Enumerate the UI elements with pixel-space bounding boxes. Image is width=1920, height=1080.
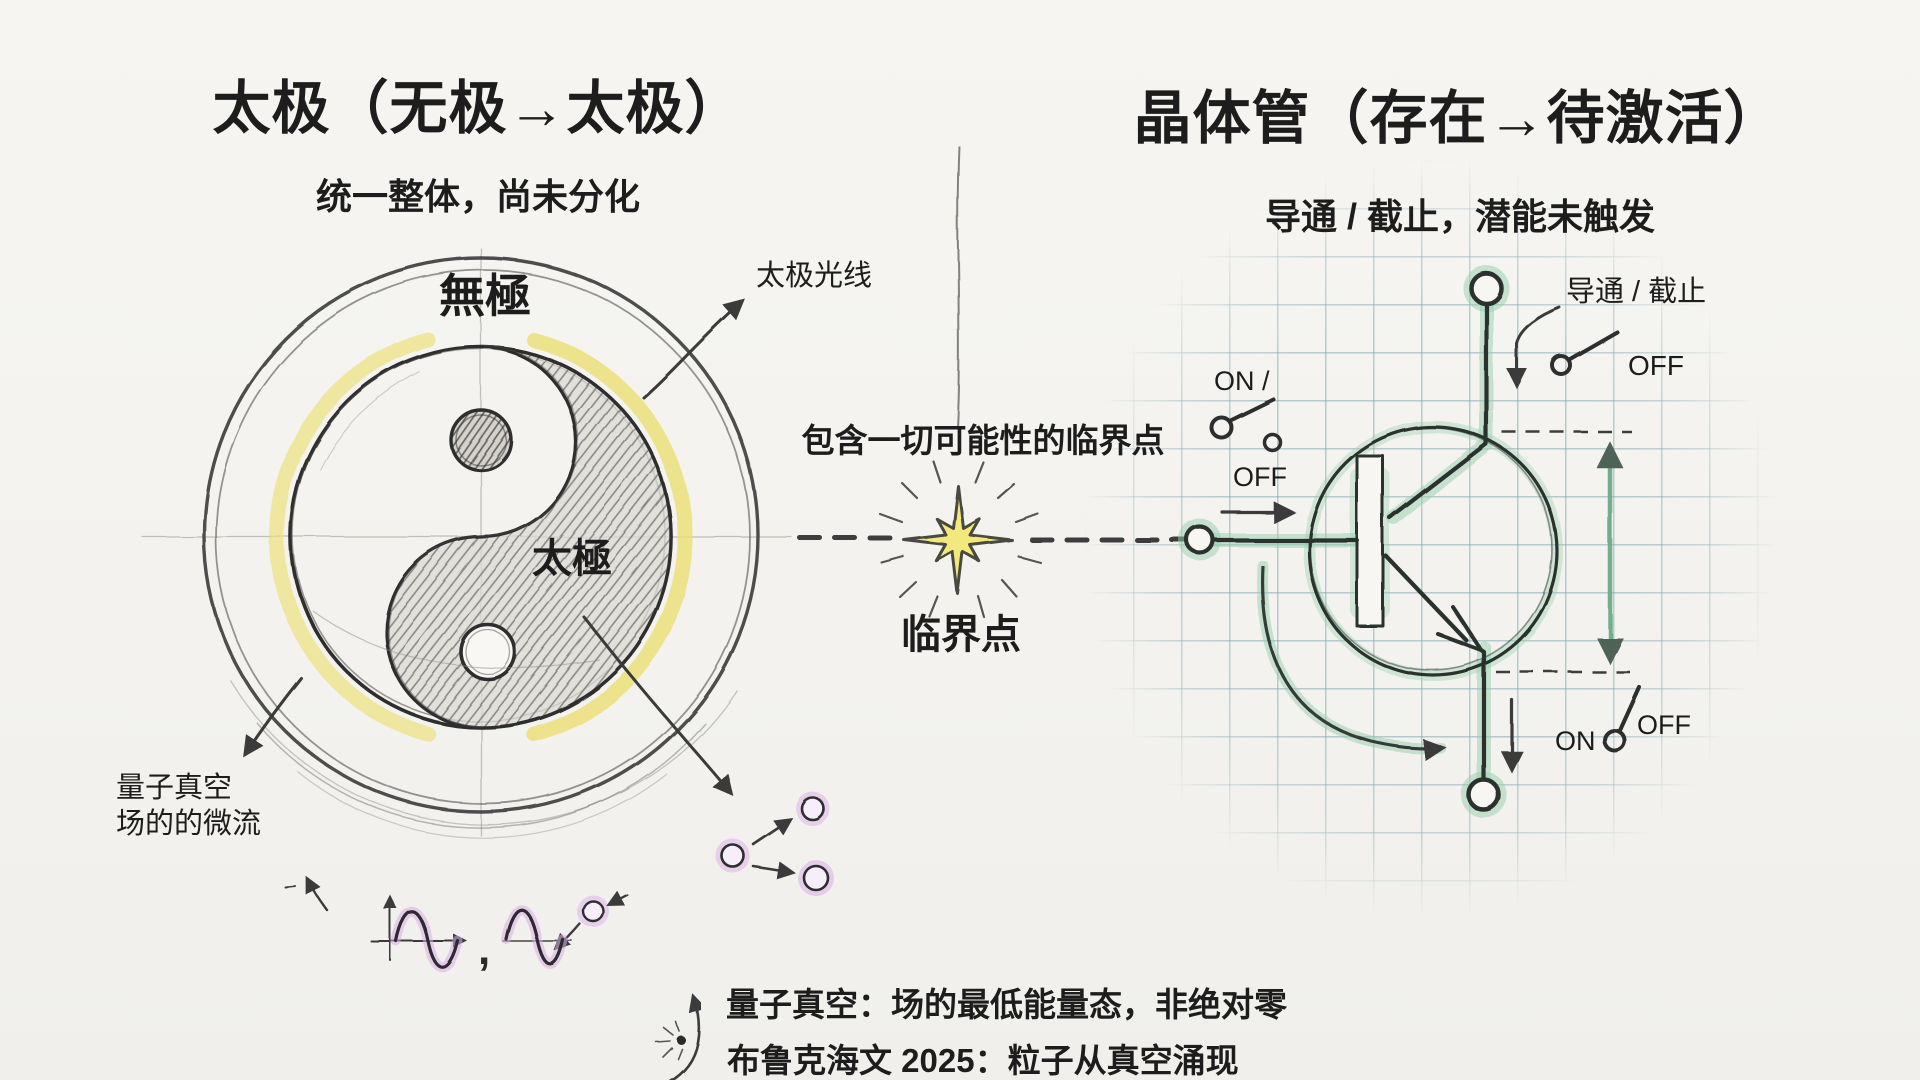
switch-bottom-on-label: ON	[1555, 726, 1596, 756]
yang-eye-dark	[449, 408, 513, 472]
wave2-curve	[504, 908, 565, 966]
switch-left	[1210, 398, 1282, 452]
divider-line	[956, 145, 960, 429]
emitter-terminal	[1466, 777, 1502, 813]
wave-doodles: ,	[370, 894, 573, 974]
taiji-label: 太極	[532, 537, 612, 581]
spark-arrow	[668, 993, 707, 1080]
switch-bottom-off-label: OFF	[1637, 710, 1691, 740]
starburst-rays	[878, 459, 1042, 619]
left-subtitle: 统一整体，尚未分化	[315, 176, 641, 217]
critical-point-starburst	[878, 459, 1042, 619]
particle	[577, 895, 609, 927]
current-flow-arc	[1261, 565, 1447, 762]
taiji-yellow-glow-right	[526, 332, 693, 742]
switch-left-off-label: OFF	[1233, 462, 1287, 492]
switch-bottom	[1602, 685, 1641, 752]
comma-doodle: ,	[478, 925, 490, 974]
yin-eye-light	[459, 623, 517, 681]
sketch-overshoot-arc	[229, 679, 738, 826]
footer-note-2: 布鲁克海文 2025：粒子从真空涌现	[727, 1042, 1239, 1079]
into-particle-arrow	[606, 890, 629, 906]
taiji-yellow-glow-left	[269, 332, 436, 742]
collector-terminal	[1468, 270, 1504, 306]
particles-arrow	[583, 616, 734, 797]
taiji-ray-label: 太极光线	[756, 260, 873, 292]
left-title: 太极（无极→太极）	[212, 76, 744, 141]
vacuum-particles	[553, 792, 834, 951]
wave1-curve	[394, 910, 460, 969]
s-curve-echo	[387, 345, 579, 727]
spark-dot	[676, 1035, 686, 1045]
wuji-outer-ring	[202, 256, 760, 814]
split-arrow-up	[751, 817, 793, 846]
center-divider-group	[797, 145, 1189, 543]
particle	[716, 839, 750, 873]
taiji-sketch	[142, 248, 792, 839]
emitter-diagonal	[1383, 553, 1469, 643]
yin-hatched-region	[384, 345, 673, 729]
interior-guide-arc	[311, 609, 601, 669]
spark-rays	[655, 1021, 683, 1060]
switch-top-right	[1550, 330, 1619, 376]
switch-left-on-label: ON /	[1214, 366, 1270, 396]
transistor-sketch	[1179, 265, 1641, 818]
base-bar	[1355, 454, 1385, 628]
footer-doodle	[655, 993, 707, 1080]
interior-guide-arc	[319, 371, 421, 471]
transistor-circle-echo	[1309, 427, 1553, 671]
starburst-shape	[902, 484, 1014, 596]
right-subtitle: 导通 / 截止，潜能未触发	[1264, 196, 1656, 237]
vacuum-label-arrow	[243, 676, 303, 758]
quantum-vacuum-label-1: 量子真空	[116, 772, 233, 804]
ray-label-arrow	[641, 298, 745, 399]
taiji-annotation-arrows	[243, 298, 745, 912]
transistor-annotation-arrows	[1220, 306, 1562, 774]
footer-note-1: 量子真空：场的最低能量态，非绝对零	[726, 986, 1287, 1023]
right-title: 晶体管（存在→待激活）	[1133, 86, 1783, 151]
critical-point-caption: 包含一切可能性的临界点	[801, 422, 1165, 459]
wave2-glow	[501, 904, 568, 969]
wuji-outer-ring-echo	[215, 269, 751, 805]
particle	[798, 860, 834, 896]
emitter-vertical	[1478, 647, 1487, 783]
collector-line	[1387, 300, 1489, 521]
transistor-ink-layer	[1184, 270, 1559, 813]
quantum-vacuum-label-2: 场的的微流	[116, 808, 262, 840]
switch-top-off-label: OFF	[1628, 350, 1684, 381]
base-terminal	[1184, 524, 1216, 556]
sketch-overshoot-arc	[297, 771, 668, 839]
sketch-overshoot-arc	[256, 722, 706, 829]
particle	[796, 792, 830, 826]
transistor-circle	[1307, 425, 1559, 677]
emitter-arrowhead	[1436, 604, 1483, 652]
collector-glow	[1387, 289, 1493, 525]
wuji-label: 無極	[439, 270, 531, 322]
tiny-dash	[285, 886, 297, 889]
split-arrow-down	[751, 860, 796, 879]
yang-eye-dark-echo	[455, 414, 507, 466]
gate-state-label: 导通 / 截止	[1566, 276, 1707, 308]
yin-eye-light-echo	[465, 629, 511, 675]
critical-point-label: 临界点	[901, 613, 1021, 657]
gate-label-arrow	[1506, 306, 1562, 390]
switch-doodles	[1210, 330, 1641, 752]
tiny-upleft-arrow	[306, 876, 329, 912]
